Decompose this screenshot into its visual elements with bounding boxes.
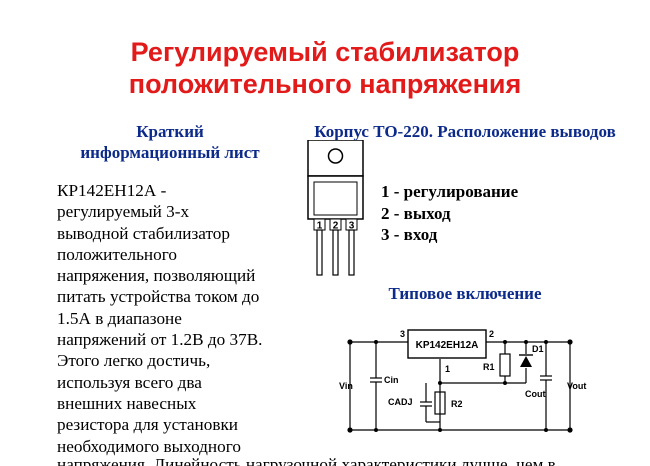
mounting-hole	[327, 148, 344, 164]
body-line: питать устройства током до	[57, 287, 260, 307]
body-line: КР142ЕН12А -	[57, 181, 167, 200]
typical-circuit-schematic: KP142EH12A 3 2 1 Vin Cin R1 D1 Cout Vout…	[339, 329, 586, 433]
body-line: 1.5А в диапазоне	[57, 308, 182, 328]
body-line: регулируемый 3-х	[57, 202, 190, 222]
node-dot	[503, 381, 507, 385]
pin-2-label: 2	[489, 329, 494, 339]
r2-resistor	[434, 391, 446, 415]
node-dot	[524, 340, 528, 344]
d1-label: D1	[532, 344, 544, 354]
body-inner	[313, 181, 358, 216]
node-dot	[438, 428, 442, 432]
pin-desc-1: 1 - регулирование	[381, 182, 519, 201]
pin-3-label: 3	[400, 329, 405, 339]
pin-number-2: 2	[333, 221, 339, 232]
pin-number-3: 3	[349, 221, 355, 232]
node-dot	[544, 340, 548, 344]
body-line: выводной стабилизатор	[57, 223, 230, 243]
page-title: Регулируемый стабилизатор положительного…	[0, 36, 650, 100]
pin-desc-3: 3 - вход	[381, 225, 438, 244]
package-heading: Корпус ТО-220. Расположение выводов	[314, 122, 616, 141]
node-dot	[503, 340, 507, 344]
body-line: Этого легко достичь,	[57, 351, 211, 371]
d1-diode-symbol	[520, 356, 532, 367]
node-dot	[374, 340, 378, 344]
pin-lead-3	[348, 229, 355, 276]
node-dot	[544, 428, 548, 432]
to220-package-drawing: 1 2 3	[307, 140, 364, 276]
terminal-vin-bottom	[347, 427, 353, 433]
page-title-line-1: Регулируемый стабилизатор	[130, 37, 520, 67]
r1-resistor	[499, 353, 511, 377]
pin-lead-1	[316, 229, 323, 276]
typical-heading: Типовое включение	[388, 284, 542, 303]
r2-label: R2	[451, 399, 463, 409]
body-tail-line: напряжения. Линейность нагрузочной харак…	[57, 455, 556, 466]
cout-label: Cout	[525, 389, 546, 399]
brief-heading: Краткий информационный лист	[60, 121, 280, 163]
node-dot	[374, 428, 378, 432]
body-line: внешних навесных	[57, 393, 197, 413]
body-line: напряжений от 1.2В до 37В.	[57, 330, 263, 350]
body-line: резистора для установки	[57, 415, 238, 435]
page-title-line-2: положительного напряжения	[128, 69, 522, 99]
body-line: напряжения, позволяющий	[57, 266, 256, 286]
vin-label: Vin	[339, 381, 353, 391]
pin-lead-2	[332, 229, 339, 276]
pin-desc-2: 2 - выход	[381, 203, 451, 223]
body-line: используя всего два	[57, 372, 202, 392]
r1-label: R1	[483, 362, 495, 372]
regulator-ic-label: KP142EH12A	[416, 340, 479, 351]
brief-heading-line-1: Краткий	[136, 122, 204, 141]
body-line: положительного	[57, 244, 177, 264]
pin-1-label: 1	[445, 364, 450, 374]
regulator-ic-box	[407, 329, 487, 359]
terminal-vin-top	[347, 339, 353, 345]
pin-list: 1 - регулирование 2 - выход 3 - вход	[381, 181, 518, 246]
terminal-vout-bottom	[567, 427, 573, 433]
terminal-vout-top	[567, 339, 573, 345]
node-dot	[438, 381, 442, 385]
vout-label: Vout	[567, 381, 586, 391]
brief-body: КР142ЕН12А - регулируемый 3-х выводной с…	[57, 180, 297, 457]
pin-number-1: 1	[317, 221, 323, 232]
cin-label: Cin	[384, 375, 399, 385]
body-line: необходимого выходного	[57, 436, 241, 456]
cadj-label: CADJ	[388, 397, 413, 407]
brief-heading-line-2: информационный лист	[80, 143, 260, 162]
